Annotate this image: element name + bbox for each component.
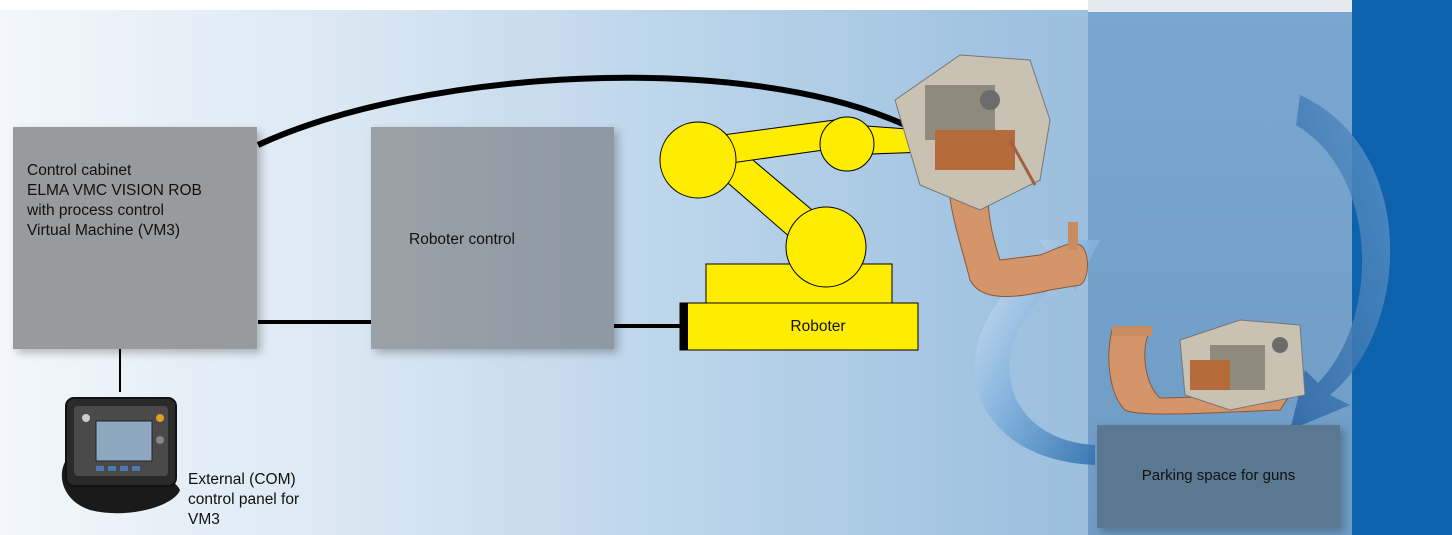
robot-control-box: Roboter control (371, 127, 614, 349)
cabinet-line: ELMA VMC VISION ROB (27, 182, 202, 199)
cable-cabinet-to-gun (256, 74, 907, 148)
control-cabinet-label: Control cabinet ELMA VMC VISION ROB with… (27, 161, 252, 241)
welding-gun-parked (1108, 319, 1306, 415)
cabinet-line: Control cabinet (27, 162, 132, 179)
control-panel-device-icon (61, 397, 180, 514)
welding-gun-on-robot (894, 54, 1088, 298)
parking-zone-top-strip (1088, 0, 1352, 12)
robot-label: Roboter (790, 318, 846, 335)
control-panel-label: External (COM) control panel for VM3 (188, 470, 299, 530)
control-cabinet-box: Control cabinet ELMA VMC VISION ROB with… (13, 127, 257, 349)
panel-line: External (COM) (188, 471, 296, 488)
top-band (0, 0, 1352, 10)
cabinet-line: with process control (27, 202, 164, 219)
parking-space-box: Parking space for guns (1097, 425, 1340, 528)
robot-control-label: Roboter control (409, 231, 515, 248)
cycle-arrow-right (1290, 95, 1391, 430)
parking-space-label: Parking space for guns (1141, 467, 1296, 484)
cabinet-line: Virtual Machine (VM3) (27, 222, 181, 239)
panel-line: VM3 (188, 511, 220, 528)
robot-illustration (659, 116, 926, 351)
panel-line: control panel for (188, 491, 300, 508)
